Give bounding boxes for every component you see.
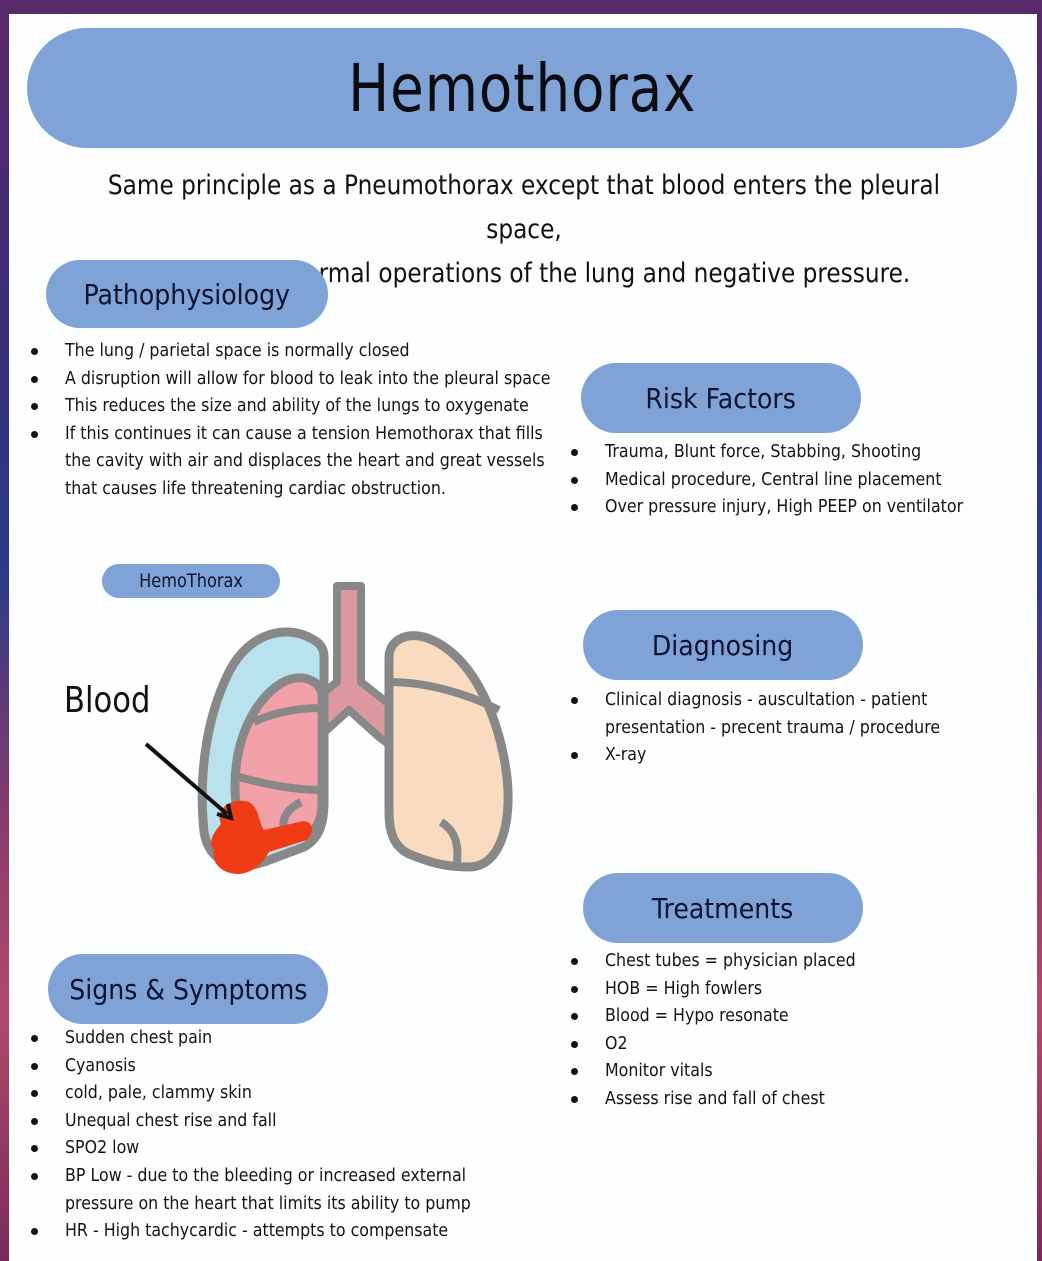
- healthy-lung-icon: [384, 631, 513, 872]
- list-item: This reduces the size and ability of the…: [29, 392, 617, 420]
- risk-factors-heading-text: Risk Factors: [645, 381, 797, 415]
- bullet-icon: [31, 1062, 38, 1070]
- list-item: X-ray: [569, 741, 986, 769]
- bullet-icon: [571, 752, 578, 760]
- bullet-icon: [571, 985, 578, 993]
- list-item: Blood = Hypo resonate: [569, 1002, 890, 1030]
- bullet-icon: [31, 403, 38, 411]
- illustration-label: HemoThorax: [102, 564, 280, 598]
- list-item: A disruption will allow for blood to lea…: [29, 365, 617, 393]
- list-item: Chest tubes = physician placed: [569, 947, 890, 975]
- list-item: Cyanosis: [29, 1052, 526, 1080]
- list-item-continuation: pressure on the heart that limits its ab…: [65, 1192, 471, 1214]
- list-item: O2: [569, 1030, 890, 1058]
- bullet-icon: [31, 375, 38, 383]
- list-item: The lung / parietal space is normally cl…: [29, 337, 617, 365]
- blood-pool-icon: [211, 800, 313, 874]
- bullet-icon: [31, 1145, 38, 1153]
- diagnosing-list: Clinical diagnosis - auscultation - pati…: [569, 686, 986, 769]
- list-item: cold, pale, clammy skin: [29, 1079, 526, 1107]
- bullet-icon: [571, 1040, 578, 1048]
- bullet-icon: [31, 1090, 38, 1098]
- treatments-list: Chest tubes = physician placed HOB = Hig…: [569, 947, 890, 1113]
- list-item-continuation: presentation - precent trauma / procedur…: [605, 716, 941, 738]
- risk-factors-heading: Risk Factors: [581, 363, 861, 433]
- list-item: HOB = High fowlers: [569, 975, 890, 1003]
- pathophysiology-list: The lung / parietal space is normally cl…: [29, 337, 617, 503]
- arrow-icon: [144, 742, 234, 821]
- page-title: Hemothorax: [347, 49, 697, 127]
- list-item: SPO2 low: [29, 1134, 526, 1162]
- bullet-icon: [571, 1068, 578, 1076]
- list-item: Medical procedure, Central line placemen…: [569, 466, 1012, 494]
- bullet-icon: [571, 958, 578, 965]
- list-item: HR - High tachycardic - attempts to comp…: [29, 1217, 526, 1245]
- list-item: Monitor vitals: [569, 1057, 890, 1085]
- treatments-heading: Treatments: [583, 873, 863, 943]
- list-item: Sudden chest pain: [29, 1024, 526, 1052]
- risk-factors-list: Trauma, Blunt force, Stabbing, Shooting …: [569, 438, 1012, 521]
- bullet-icon: [31, 1228, 38, 1236]
- pathophysiology-heading-text: Pathophysiology: [83, 277, 291, 311]
- blood-annotation: Blood: [64, 680, 151, 721]
- list-item: BP Low - due to the bleeding or increase…: [29, 1162, 526, 1190]
- signs-symptoms-heading: Signs & Symptoms: [48, 954, 328, 1024]
- signs-symptoms-heading-text: Signs & Symptoms: [68, 972, 308, 1006]
- treatments-heading-text: Treatments: [652, 891, 794, 925]
- pathophysiology-heading: Pathophysiology: [46, 260, 328, 328]
- bullet-icon: [571, 449, 578, 456]
- list-item: If this continues it can cause a tension…: [29, 420, 617, 448]
- infographic-page: Hemothorax Same principle as a Pneumotho…: [9, 14, 1037, 1261]
- list-item: Trauma, Blunt force, Stabbing, Shooting: [569, 438, 1012, 466]
- list-item-continuation: that causes life threatening cardiac obs…: [65, 477, 446, 499]
- list-item-continuation: the cavity with air and displaces the he…: [65, 450, 545, 472]
- list-item: Unequal chest rise and fall: [29, 1107, 526, 1135]
- bullet-icon: [571, 504, 578, 512]
- bullet-icon: [31, 1117, 38, 1125]
- bullet-icon: [31, 1035, 38, 1042]
- intro-line-1: Same principle as a Pneumothorax except …: [107, 170, 941, 245]
- list-item: Over pressure injury, High PEEP on venti…: [569, 493, 1012, 521]
- title-banner: Hemothorax: [27, 28, 1017, 148]
- bullet-icon: [571, 1095, 578, 1103]
- signs-symptoms-list: Sudden chest pain Cyanosis cold, pale, c…: [29, 1024, 526, 1245]
- bullet-icon: [571, 697, 578, 704]
- bullet-icon: [31, 430, 38, 438]
- lung-illustration: [144, 582, 513, 874]
- list-item: Assess rise and fall of chest: [569, 1085, 890, 1113]
- bullet-icon: [571, 476, 578, 484]
- diagnosing-heading: Diagnosing: [583, 610, 863, 680]
- list-item: Clinical diagnosis - auscultation - pati…: [569, 686, 986, 714]
- bullet-icon: [31, 348, 38, 355]
- bullet-icon: [571, 1013, 578, 1021]
- bullet-icon: [31, 1172, 38, 1180]
- diagnosing-heading-text: Diagnosing: [652, 628, 794, 662]
